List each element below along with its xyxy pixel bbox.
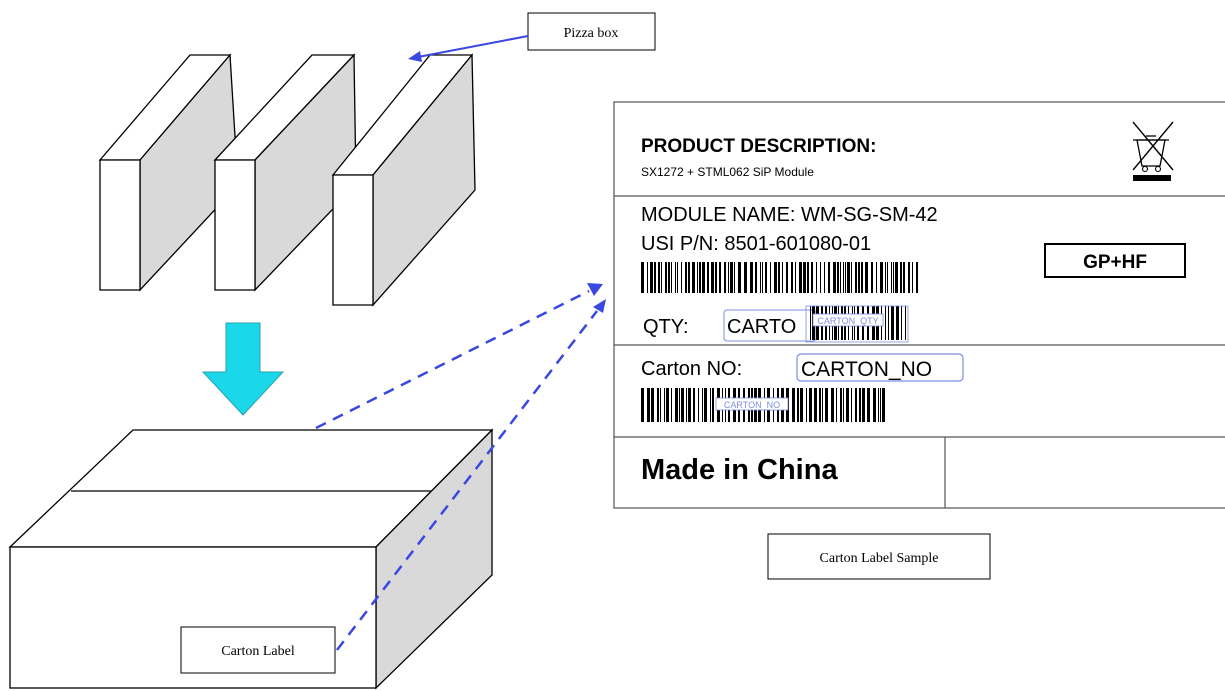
- carton-label-sample-caption-text: Carton Label Sample: [820, 551, 939, 566]
- carton-box: [8, 428, 494, 690]
- zoom-lines: [315, 283, 606, 651]
- pizza-box-callout-text: Pizza box: [564, 26, 619, 41]
- qty-value: CARTO: [727, 316, 796, 338]
- pizza-box-3: [331, 53, 476, 307]
- down-arrow-icon: [201, 322, 285, 416]
- pizza-box-pointer-arrowhead: [408, 51, 422, 62]
- crossed-out-wheelie-bin-icon: [1132, 121, 1174, 181]
- carton-no-value: CARTON_NO: [801, 358, 932, 381]
- qty-field-placeholder: CARTON_QTY: [817, 316, 878, 326]
- module-name: MODULE NAME: WM-SG-SM-42: [641, 204, 938, 226]
- carton-label-sample: PRODUCT DESCRIPTION: SX1272 + STML062 Si…: [613, 101, 1225, 509]
- carton-no-field-box: [796, 353, 964, 382]
- product-description-heading: PRODUCT DESCRIPTION:: [641, 136, 876, 157]
- pizza-boxes: [98, 53, 476, 307]
- pizza-box-callout: Pizza box: [408, 12, 656, 62]
- pizza-box-1: [98, 53, 239, 292]
- carton-label-callout: Carton Label: [180, 626, 336, 674]
- pizza-box-pointer-arrow: [417, 35, 529, 58]
- grade-badge-box: [1044, 243, 1186, 278]
- qty-label: QTY:: [643, 316, 689, 338]
- usi-part-number: USI P/N: 8501-601080-01: [641, 233, 871, 255]
- grade-badge: GP+HF: [1083, 252, 1147, 273]
- carton-label-sample-caption: Carton Label Sample: [767, 533, 991, 580]
- carton-no-barcode-field: CARTON_NO: [724, 400, 780, 410]
- carton-no-label: Carton NO:: [641, 358, 742, 380]
- product-description-value: SX1272 + STML062 SiP Module: [641, 165, 814, 179]
- made-in-country: Made in China: [641, 454, 838, 486]
- usi-part-number-barcode: [641, 262, 918, 293]
- carton-label-callout-text: Carton Label: [221, 644, 295, 659]
